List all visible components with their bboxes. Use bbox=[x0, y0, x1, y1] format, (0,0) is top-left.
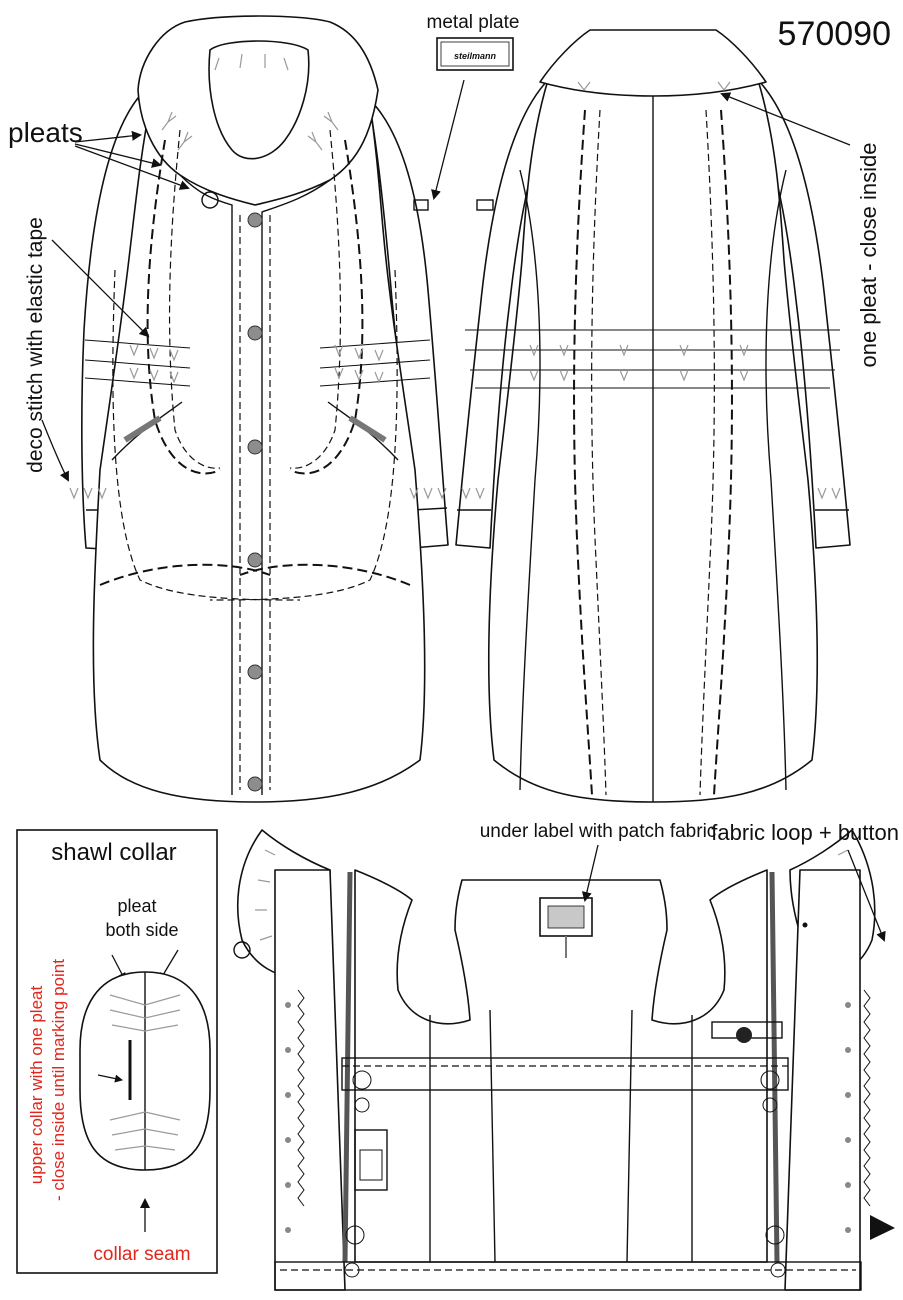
back-right-sleeve bbox=[753, 79, 851, 549]
collar-seam-label: collar seam bbox=[93, 1244, 190, 1265]
fabric-loop-label: fabric loop + button bbox=[711, 820, 899, 845]
one-pleat-callout: one pleat - close inside bbox=[720, 92, 881, 368]
back-waist-elastic bbox=[465, 329, 840, 389]
upper-collar-label-line2: - close inside until marking point bbox=[49, 959, 68, 1201]
deco-stitch-callout: deco stitch with elastic tape bbox=[24, 217, 150, 482]
pleat-label-line1: pleat bbox=[117, 896, 156, 916]
front-view bbox=[69, 15, 449, 803]
under-label-callout: under label with patch fabric bbox=[480, 821, 717, 902]
sleeve-plate-front bbox=[413, 199, 429, 211]
inside-view bbox=[233, 829, 876, 1291]
one-pleat-label: one pleat - close inside bbox=[856, 142, 881, 367]
front-body bbox=[92, 59, 426, 803]
sleeve-plate-back bbox=[476, 199, 494, 211]
front-waist-elastic bbox=[84, 339, 431, 387]
pleat-label-line2: both side bbox=[105, 920, 178, 940]
style-number: 570090 bbox=[778, 15, 891, 53]
fabric-loop-callout: fabric loop + button bbox=[711, 820, 899, 1240]
shawl-collar-detail: shawl collar pleat both side upper colla… bbox=[16, 829, 218, 1274]
shawl-collar-title: shawl collar bbox=[51, 839, 176, 866]
deco-stitch-label: deco stitch with elastic tape bbox=[24, 217, 47, 473]
drawcord-stoppers bbox=[344, 1070, 786, 1278]
back-left-sleeve bbox=[455, 79, 553, 549]
front-buttons bbox=[247, 212, 263, 792]
plate-brand-text: steilmann bbox=[454, 51, 497, 61]
collar-pleats bbox=[161, 53, 339, 151]
metal-plate-label: metal plate bbox=[427, 12, 520, 33]
back-collar bbox=[539, 29, 767, 97]
pleats-callout: pleats bbox=[8, 117, 190, 190]
metal-plate-callout: metal plate steilmann bbox=[427, 12, 520, 200]
front-right-sleeve bbox=[367, 97, 449, 549]
front-pockets bbox=[111, 401, 399, 461]
under-label-text: under label with patch fabric bbox=[480, 821, 717, 842]
back-view bbox=[455, 29, 851, 803]
fabric-loop-ring bbox=[201, 191, 219, 209]
pleats-label: pleats bbox=[8, 117, 83, 148]
upper-collar-label-line1: upper collar with one pleat bbox=[27, 986, 46, 1185]
